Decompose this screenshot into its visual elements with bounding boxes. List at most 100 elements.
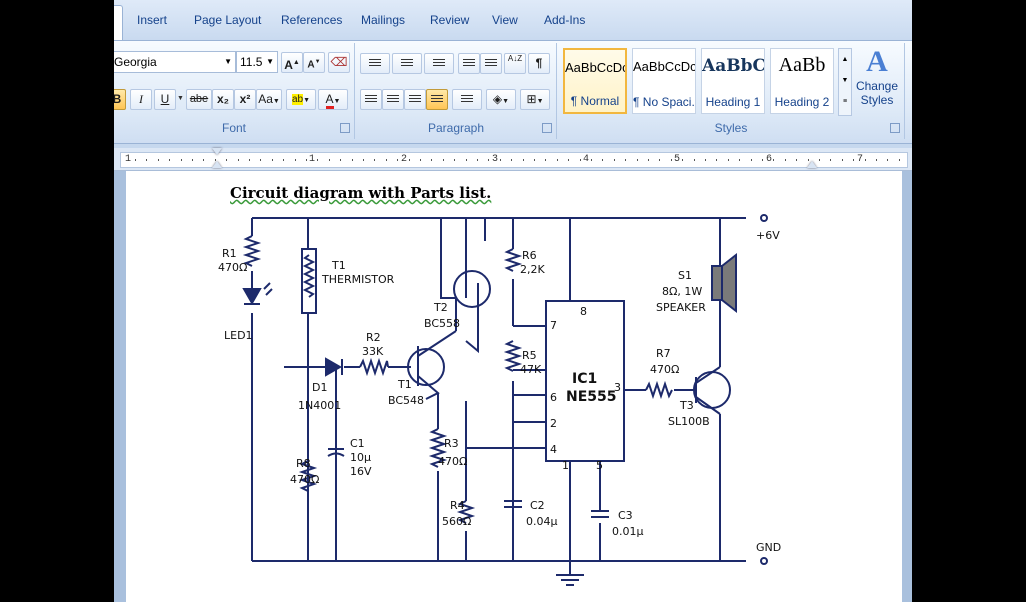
- borders-button[interactable]: ⊞▼: [520, 89, 550, 110]
- font-color-button[interactable]: A▼: [318, 89, 348, 110]
- label-r1: R1: [222, 247, 237, 260]
- ruler-tick: [899, 159, 900, 161]
- horizontal-ruler[interactable]: 1 1 2 3 4 5 6 7: [114, 148, 912, 171]
- font-group: Georgia ▼ 11.5 ▼ A▲ A▼ ⌫ B I U ▼ abe x₂ …: [114, 43, 355, 139]
- ruler-tick: [283, 159, 284, 161]
- shrink-font-button[interactable]: A▼: [303, 52, 325, 73]
- label-ic1-value: NE555: [566, 389, 617, 405]
- tab-review[interactable]: Review: [430, 13, 470, 27]
- chevron-down-icon[interactable]: ▼: [841, 77, 849, 84]
- chevron-down-icon[interactable]: ▼: [266, 57, 274, 66]
- align-left-button[interactable]: [360, 89, 382, 110]
- font-name-select[interactable]: Georgia ▼: [114, 51, 236, 73]
- bullets-button[interactable]: [360, 53, 390, 74]
- decrease-indent-button[interactable]: [458, 53, 480, 74]
- label-pin8: 8: [580, 305, 587, 318]
- ruler-tick: [762, 159, 763, 161]
- style-heading-1[interactable]: AaBbC Heading 1: [701, 48, 765, 114]
- style-no-spacing[interactable]: AaBbCcDc ¶ No Spaci...: [632, 48, 696, 114]
- change-case-button[interactable]: Aa▼: [256, 89, 282, 110]
- numbering-button[interactable]: [392, 53, 422, 74]
- ruler-tick: [568, 159, 569, 161]
- change-styles-button[interactable]: A Change Styles: [854, 45, 900, 123]
- ruler-tick: [602, 159, 603, 161]
- document-area[interactable]: Circuit diagram with Parts list.: [114, 171, 912, 602]
- bold-button[interactable]: B: [114, 89, 126, 110]
- label-t1: T1: [397, 378, 412, 391]
- align-center-icon: [387, 95, 399, 104]
- ruler-tick: [363, 159, 364, 161]
- italic-button[interactable]: I: [130, 89, 152, 110]
- label-gnd: GND: [756, 541, 781, 554]
- ruler-tick: [226, 159, 227, 161]
- ruler-tick: [181, 159, 182, 161]
- style-heading-2[interactable]: AaBb Heading 2: [770, 48, 834, 114]
- ruler-tick: [340, 159, 341, 161]
- label-pin7: 7: [550, 319, 557, 332]
- sort-button[interactable]: A↓Z: [504, 53, 526, 74]
- hanging-indent-marker-icon[interactable]: [212, 161, 222, 168]
- tab-view[interactable]: View: [492, 13, 518, 27]
- label-r6: R6: [522, 249, 537, 262]
- clear-formatting-button[interactable]: ⌫: [328, 52, 350, 73]
- tab-add-ins[interactable]: Add-Ins: [544, 13, 586, 27]
- more-styles-icon[interactable]: ≡: [842, 98, 848, 105]
- ruler-number: 1: [309, 154, 316, 165]
- text-highlight-button[interactable]: ab▼: [286, 89, 316, 110]
- font-name-value: Georgia: [114, 55, 157, 69]
- subscript-button[interactable]: x₂: [212, 89, 234, 110]
- chevron-down-icon[interactable]: ▼: [177, 95, 184, 102]
- ruler-tick: [420, 159, 421, 161]
- style-normal[interactable]: AaBbCcDc ¶ Normal: [563, 48, 627, 114]
- label-r2: R2: [366, 331, 381, 344]
- ruler-tick: [659, 159, 660, 161]
- ruler-tick: [238, 159, 239, 161]
- label-s1: S1: [678, 269, 692, 282]
- tab-mailings[interactable]: Mailings: [361, 13, 406, 27]
- label-pin3: 3: [614, 381, 621, 394]
- ruler-tick: [796, 159, 797, 161]
- align-center-button[interactable]: [382, 89, 404, 110]
- label-d1: D1: [312, 381, 327, 394]
- tab-home-partial[interactable]: [114, 5, 123, 42]
- superscript-button[interactable]: x²: [234, 89, 256, 110]
- line-spacing-button[interactable]: [452, 89, 482, 110]
- chevron-up-icon[interactable]: ▲: [841, 56, 849, 63]
- justify-button[interactable]: [426, 89, 448, 110]
- ruler-tick: [135, 159, 136, 161]
- tab-page-layout[interactable]: Page Layout: [194, 13, 262, 27]
- label-thermistor: THERMISTOR: [321, 273, 395, 286]
- label-pin1: 1: [562, 459, 569, 472]
- ruler-tick: [466, 159, 467, 161]
- underline-button[interactable]: U: [154, 89, 176, 110]
- strikethrough-button[interactable]: abe: [186, 89, 212, 110]
- right-indent-marker-icon[interactable]: [807, 161, 817, 168]
- font-size-select[interactable]: 11.5 ▼: [236, 51, 278, 73]
- ruler-tick: [443, 159, 444, 161]
- shrink-font-icon: A: [307, 59, 315, 71]
- ruler-tick: [523, 159, 524, 161]
- styles-gallery-scroll[interactable]: ▲ ▼ ≡: [838, 48, 852, 116]
- label-c2-value: 0.04µ: [526, 515, 558, 528]
- tab-references[interactable]: References: [281, 13, 343, 27]
- font-dialog-launcher-icon[interactable]: [340, 123, 350, 133]
- shading-button[interactable]: ◈▼: [486, 89, 516, 110]
- grow-font-button[interactable]: A▲: [281, 52, 303, 73]
- paragraph-dialog-launcher-icon[interactable]: [542, 123, 552, 133]
- ruler-tick: [637, 159, 638, 161]
- multilevel-list-button[interactable]: [424, 53, 454, 74]
- paragraph-group: A↓Z ¶ ◈▼ ⊞▼ Paragraph: [356, 43, 557, 139]
- styles-dialog-launcher-icon[interactable]: [890, 123, 900, 133]
- ruler-tick: [808, 159, 809, 161]
- ruler-tick: [397, 159, 398, 161]
- strikethrough-icon: abe: [189, 93, 209, 105]
- increase-indent-button[interactable]: [480, 53, 502, 74]
- first-line-indent-marker-icon[interactable]: [212, 148, 222, 155]
- style-normal-sample: AaBbCcDc: [565, 60, 625, 75]
- label-r5-value: 47K: [520, 363, 542, 376]
- tab-insert[interactable]: Insert: [137, 13, 168, 27]
- document-page[interactable]: Circuit diagram with Parts list.: [126, 171, 902, 602]
- show-formatting-marks-button[interactable]: ¶: [528, 53, 550, 74]
- chevron-down-icon[interactable]: ▼: [224, 57, 232, 66]
- align-right-button[interactable]: [404, 89, 426, 110]
